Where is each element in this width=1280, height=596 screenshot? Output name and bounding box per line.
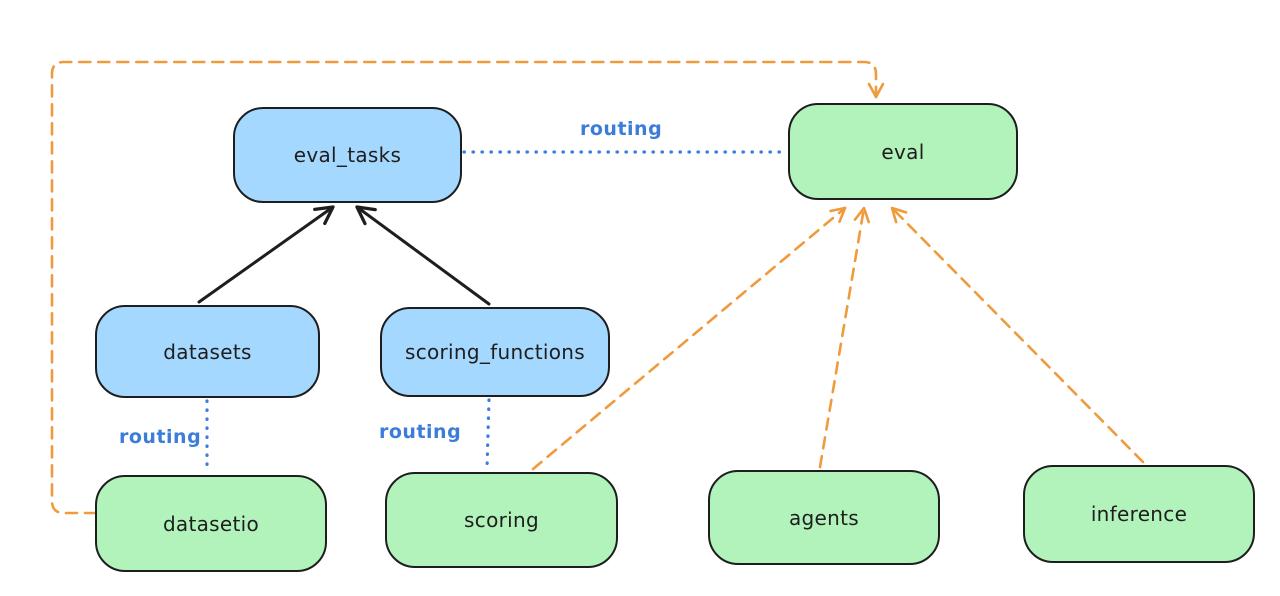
node-scoring-functions: scoring_functions	[380, 307, 610, 397]
node-eval: eval	[788, 103, 1018, 200]
node-scoring-label: scoring	[464, 508, 539, 532]
node-agents: agents	[708, 470, 940, 565]
node-inference: inference	[1023, 465, 1255, 563]
edge-scoring-to-eval	[531, 206, 847, 471]
edge-scoring-functions-to-scoring-routing	[485, 398, 491, 471]
edge-label-routing-top: routing	[580, 118, 663, 140]
edge-label-routing-datasets: routing	[119, 426, 202, 448]
node-datasets: datasets	[95, 305, 320, 398]
edge-inference-to-eval	[890, 206, 1145, 464]
node-scoring-functions-label: scoring_functions	[404, 340, 586, 364]
edge-datasets-to-eval-tasks	[197, 205, 335, 304]
node-datasetio: datasetio	[95, 475, 327, 572]
edge-datasetio-to-eval-loop	[50, 60, 885, 515]
edge-agents-to-eval	[818, 206, 871, 469]
node-eval-tasks: eval_tasks	[233, 107, 462, 203]
node-inference-label: inference	[1090, 502, 1188, 526]
node-eval-tasks-label: eval_tasks	[293, 143, 402, 167]
node-datasetio-label: datasetio	[162, 511, 260, 536]
edge-scoring-functions-to-eval-tasks	[355, 205, 491, 306]
node-scoring: scoring	[385, 472, 618, 568]
node-datasets-label: datasets	[163, 339, 252, 364]
edge-label-routing-scoring: routing	[379, 421, 462, 443]
node-agents-label: agents	[789, 505, 859, 530]
node-eval-label: eval	[881, 139, 925, 164]
